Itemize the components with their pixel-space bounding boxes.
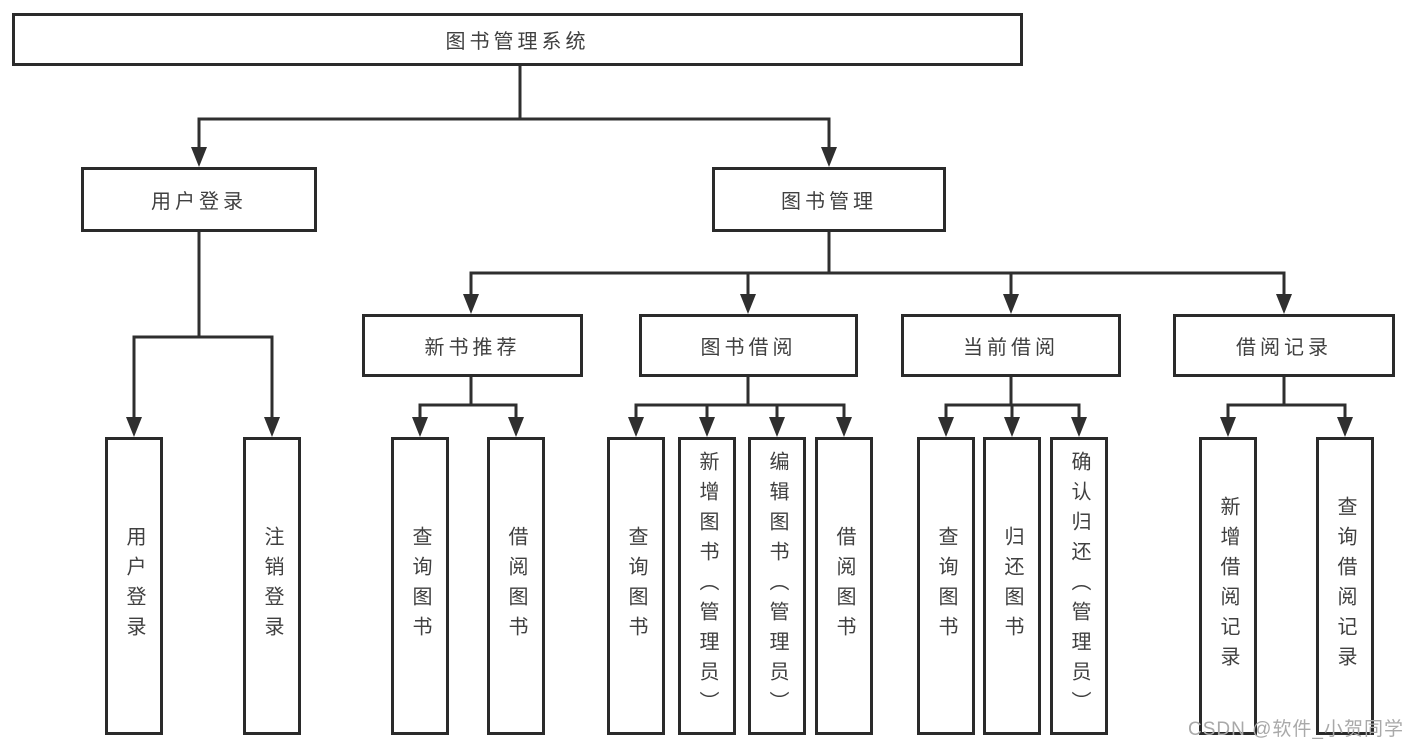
node-user-login: 用户登录 <box>81 167 317 232</box>
node-current-borrowing: 当前借阅 <box>901 314 1121 377</box>
node-book-management-label: 图书管理 <box>781 191 877 213</box>
connector-book-borrow <box>628 377 852 437</box>
connector-current-borrow <box>938 377 1087 437</box>
connector-book-management <box>463 232 1292 314</box>
leaf-label: 查询图书 <box>935 526 957 646</box>
leaf-confirm-return-admin: 确认归还（管理员） <box>1050 437 1108 735</box>
leaf-query-books-recommend: 查询图书 <box>391 437 449 735</box>
leaf-label: 编辑图书（管理员） <box>766 451 788 721</box>
leaf-label: 借阅图书 <box>505 526 527 646</box>
section-label: 当前借阅 <box>963 337 1059 359</box>
connector-user-login <box>126 232 280 437</box>
node-user-login-label: 用户登录 <box>151 191 247 213</box>
leaf-label: 注销登录 <box>261 526 283 646</box>
leaf-label: 查询图书 <box>625 526 647 646</box>
leaf-return-books: 归还图书 <box>983 437 1041 735</box>
section-label: 借阅记录 <box>1236 337 1332 359</box>
leaf-label: 归还图书 <box>1001 526 1023 646</box>
leaf-edit-books-admin: 编辑图书（管理员） <box>748 437 806 735</box>
connector-borrow-records <box>1220 376 1353 437</box>
leaf-borrow-books-borrowing: 借阅图书 <box>815 437 873 735</box>
leaf-query-books-borrowing: 查询图书 <box>607 437 665 735</box>
leaf-borrow-books-recommend: 借阅图书 <box>487 437 545 735</box>
node-book-borrowing: 图书借阅 <box>639 314 858 377</box>
leaf-add-borrow-record: 新增借阅记录 <box>1199 437 1257 735</box>
leaf-label: 新增借阅记录 <box>1217 496 1239 676</box>
section-label: 新书推荐 <box>424 337 521 359</box>
section-label: 图书借阅 <box>700 337 797 359</box>
leaf-logout: 注销登录 <box>243 437 301 735</box>
node-new-book-recommend: 新书推荐 <box>362 314 583 377</box>
leaf-label: 查询图书 <box>409 526 431 646</box>
node-book-management: 图书管理 <box>712 167 946 232</box>
leaf-label: 新增图书（管理员） <box>696 451 718 721</box>
leaf-label: 借阅图书 <box>833 526 855 646</box>
leaf-query-books-current: 查询图书 <box>917 437 975 735</box>
node-root-library-system: 图书管理系统 <box>12 13 1023 66</box>
node-borrowing-records: 借阅记录 <box>1173 314 1395 377</box>
watermark-csdn: CSDN @软件_小贺同学 <box>1188 719 1404 740</box>
leaf-label: 用户登录 <box>123 526 145 646</box>
node-root-label: 图书管理系统 <box>445 31 590 53</box>
connector-new-book <box>412 377 524 437</box>
leaf-query-borrow-record: 查询借阅记录 <box>1316 437 1374 735</box>
leaf-add-books-admin: 新增图书（管理员） <box>678 437 736 735</box>
leaf-label: 查询借阅记录 <box>1334 496 1356 676</box>
leaf-label: 确认归还（管理员） <box>1068 451 1090 721</box>
leaf-user-login: 用户登录 <box>105 437 163 735</box>
connector-root <box>191 66 837 167</box>
